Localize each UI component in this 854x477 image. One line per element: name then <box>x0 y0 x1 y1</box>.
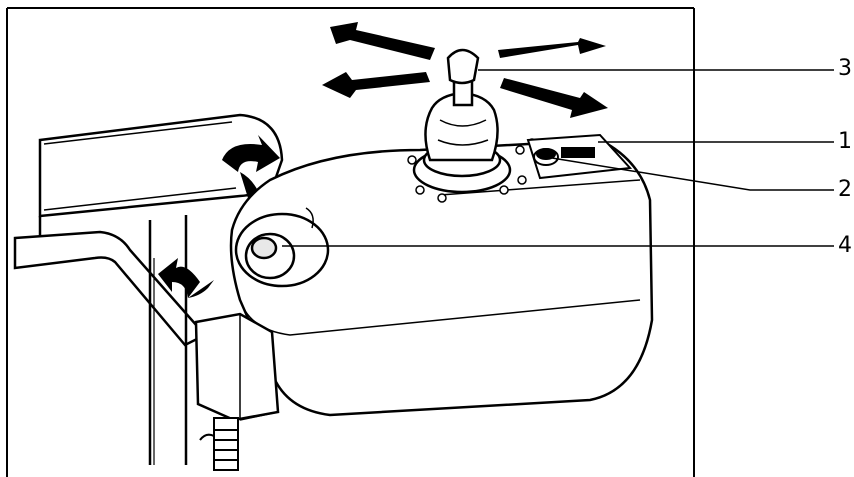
arrow-lower-left <box>322 72 430 98</box>
arrow-upper-left <box>330 22 435 60</box>
mount-bracket <box>194 312 280 422</box>
power-button-panel <box>526 133 633 180</box>
speed-dial <box>234 207 330 288</box>
callout-1-label: 1 <box>838 129 852 154</box>
callout-leaders <box>282 69 834 247</box>
direction-arrows <box>322 22 608 118</box>
cable <box>199 417 239 471</box>
frame <box>6 7 695 477</box>
control-box <box>229 138 654 417</box>
leader-2 <box>551 157 834 191</box>
armrest-frame-tube <box>13 215 208 465</box>
arrow-upper-right <box>498 38 606 58</box>
arrow-lower-right <box>500 78 608 118</box>
joystick <box>424 48 499 162</box>
callout-3-label: 3 <box>838 56 852 81</box>
armrest <box>38 113 284 240</box>
callout-2-label: 2 <box>838 177 852 202</box>
callout-4-label: 4 <box>838 233 852 258</box>
